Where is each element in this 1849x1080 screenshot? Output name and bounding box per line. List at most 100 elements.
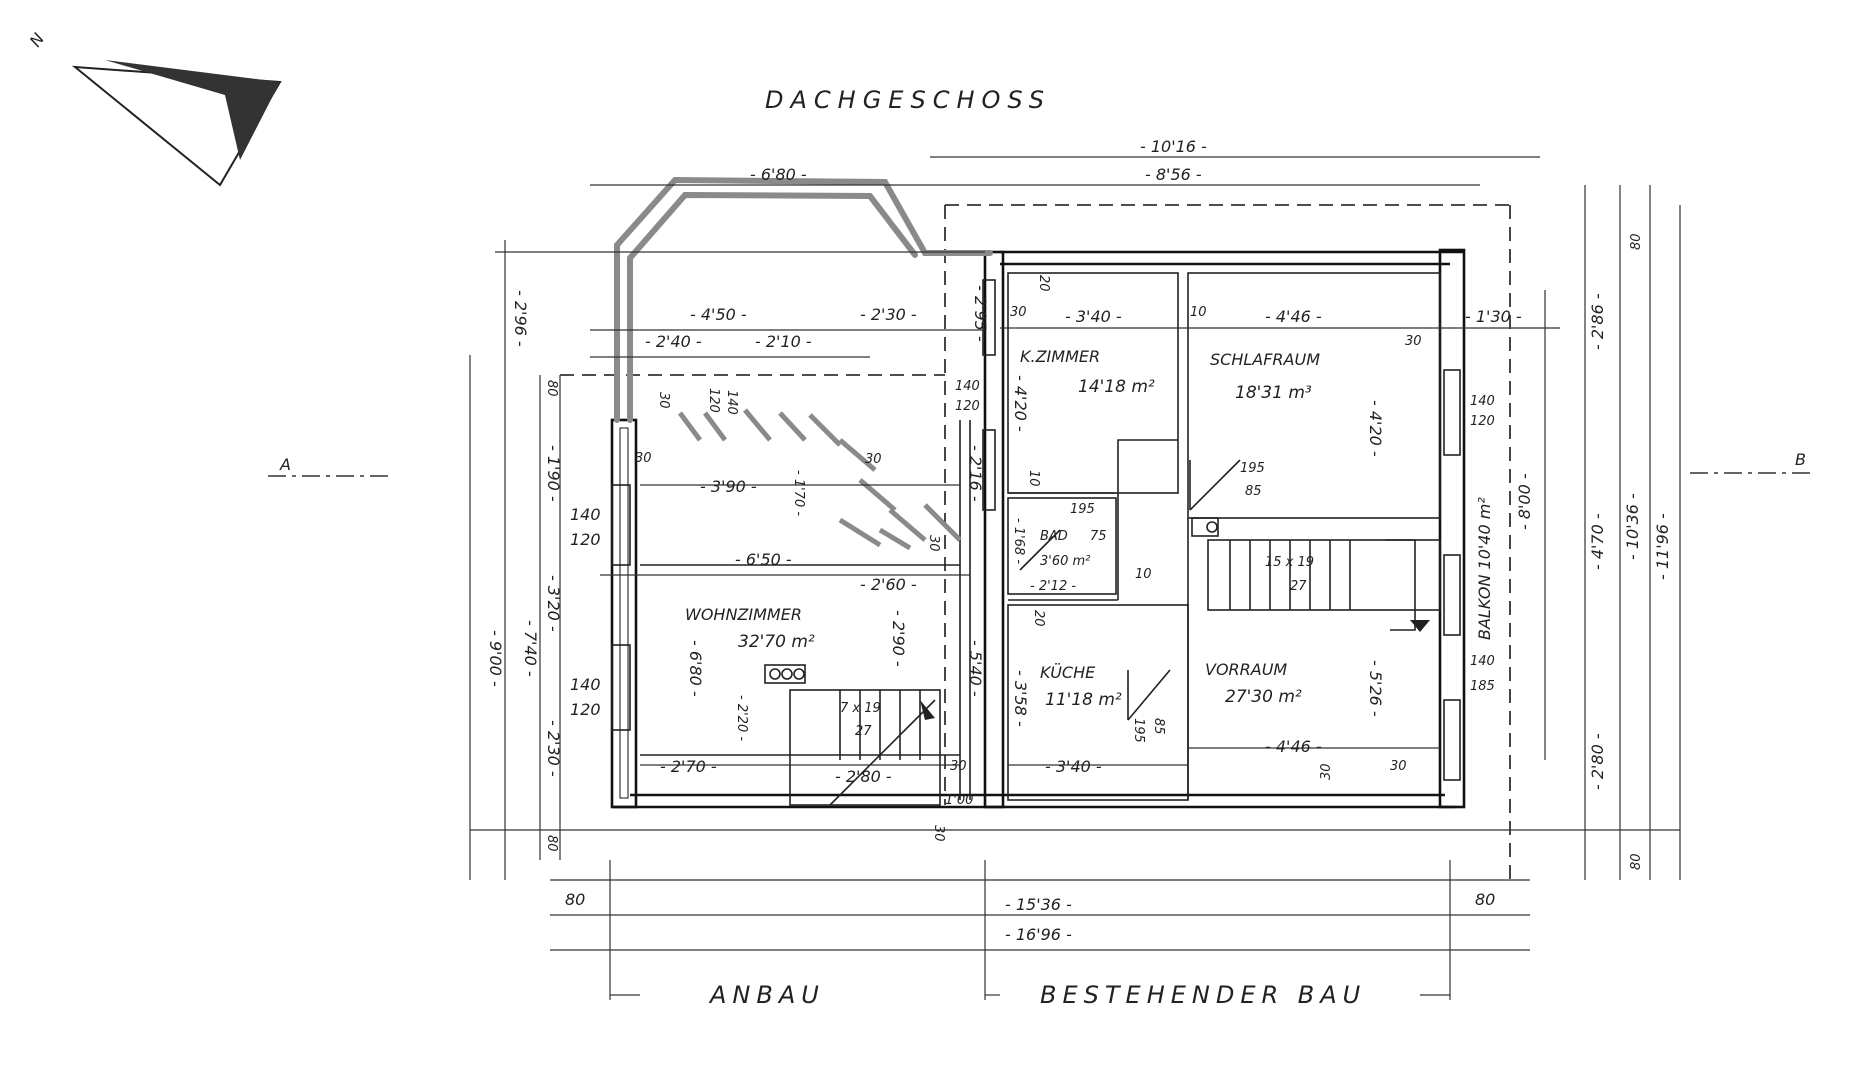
dim-v-11-96: - 11'96 -: [1653, 513, 1672, 580]
svg-text:30: 30: [656, 392, 671, 409]
svg-text:B: B: [1795, 450, 1806, 469]
dim-v-80-right-bottom: 80: [1629, 853, 1644, 870]
dim-3-40-bot: - 3'40 -: [1045, 757, 1102, 776]
dim-v-80-right-top: 80: [1629, 233, 1644, 250]
stair-vorraum: 15 x 19 27: [1207, 539, 1441, 632]
room-vorraum-area: 27'30 m²: [1225, 687, 1302, 707]
svg-text:120: 120: [706, 388, 721, 413]
svg-text:185: 185: [1470, 679, 1495, 694]
label-anbau: ANBAU: [708, 981, 825, 1009]
dim-v-4-20-k: - 4'20 -: [1011, 375, 1030, 432]
stair2-size: 15 x 19: [1265, 555, 1314, 570]
svg-text:20: 20: [1031, 610, 1046, 627]
stair1-size: 7 x 19: [840, 701, 881, 716]
svg-text:195: 195: [1070, 502, 1095, 517]
dim-6-50: - 6'50 -: [735, 550, 792, 569]
horizontal-dimensions: - 10'16 - - 8'56 - - 6'80 - - 4'50 - - 2…: [470, 137, 1680, 1000]
dim-v-9-00: - 9'00 -: [486, 630, 505, 687]
dim-v-2-80: - 2'80 -: [1588, 733, 1607, 790]
svg-text:30: 30: [1390, 759, 1407, 774]
dim-v-8-00: - 8'00 -: [1515, 473, 1534, 530]
section-marker-b: B: [1690, 450, 1815, 474]
dim-v-80-top: 80: [544, 380, 559, 397]
room-wohn-area: 32'70 m²: [738, 632, 815, 652]
svg-text:30: 30: [865, 452, 882, 467]
dim-v-2-20: - 2'20 -: [734, 695, 749, 741]
svg-text:120: 120: [1470, 414, 1495, 429]
room-labels: K.ZIMMER 14'18 m² SCHLAFRAUM 18'31 m³ BA…: [685, 347, 1494, 710]
svg-text:120: 120: [955, 399, 980, 414]
dim-8-56: - 8'56 -: [1145, 165, 1202, 184]
svg-text:10: 10: [1190, 305, 1207, 320]
svg-text:30: 30: [931, 825, 946, 842]
dim-2-80-stair: - 2'80 -: [835, 767, 892, 786]
eave-outline: [560, 204, 1511, 880]
dim-v-2-95: - 2'95 -: [971, 285, 990, 342]
dim-6-80: - 6'80 -: [750, 165, 807, 184]
svg-text:30: 30: [635, 451, 652, 466]
shaft-marks: [1019, 459, 1241, 721]
dim-10-16: - 10'16 -: [1140, 137, 1207, 156]
dim-v-3-20: - 3'20 -: [544, 575, 563, 632]
svg-text:10: 10: [1135, 567, 1152, 582]
svg-text:195: 195: [1240, 461, 1265, 476]
exterior-walls: [610, 248, 1466, 809]
room-bad-name: BAD: [1040, 529, 1068, 544]
room-bad-area: 3'60 m²: [1040, 554, 1090, 569]
svg-text:20: 20: [1036, 275, 1051, 292]
dim-v-2-30: - 2'30 -: [544, 720, 563, 777]
room-kueche-name: KÜCHE: [1040, 663, 1096, 682]
svg-text:140: 140: [570, 505, 601, 524]
stair1-depth: 27: [855, 724, 872, 739]
north-arrow-icon: N: [26, 30, 282, 187]
stair-wohnzimmer: 7 x 19 27: [789, 689, 941, 806]
room-balkon-label: BALKON 10'40 m²: [1475, 497, 1494, 640]
dim-80-bottom-left: 80: [565, 890, 585, 909]
dim-v-5-40: - 5'40 -: [966, 640, 985, 697]
section-marker-a: A: [268, 455, 390, 477]
dim-4-46-bot: - 4'46 -: [1265, 737, 1322, 756]
dim-2-60: - 2'60 -: [860, 575, 917, 594]
svg-text:A: A: [279, 455, 291, 474]
dim-1-00: 1'00: [945, 793, 973, 808]
svg-text:30: 30: [950, 759, 967, 774]
vertical-dimensions: - 2'96 - - 9'00 - - 7'40 - 80 - 1'90 - -…: [469, 185, 1681, 880]
label-bestehender-bau: BESTEHENDER BAU: [1040, 981, 1366, 1009]
dim-v-3-58: - 3'58 -: [1011, 670, 1030, 727]
windows: [611, 279, 1461, 781]
dim-2-12: - 2'12 -: [1030, 579, 1076, 594]
dim-16-96: - 16'96 -: [1005, 925, 1072, 944]
dim-4-50: - 4'50 -: [690, 305, 747, 324]
interior-walls: [640, 272, 1441, 801]
dim-v-7-40: - 7'40 -: [521, 620, 540, 677]
svg-text:85: 85: [1245, 484, 1262, 499]
svg-text:140: 140: [955, 379, 980, 394]
dim-80-bottom-right: 80: [1475, 890, 1495, 909]
room-kueche-area: 11'18 m²: [1045, 690, 1122, 710]
svg-text:140: 140: [1470, 394, 1495, 409]
svg-text:85: 85: [1151, 718, 1166, 735]
dim-2-70: - 2'70 -: [660, 757, 717, 776]
chimney-icon: [764, 517, 1219, 684]
dim-v-2-86: - 2'86 -: [1588, 293, 1607, 350]
dim-v-1-68: - 1'68 -: [1011, 518, 1026, 564]
dim-v-1-90: - 1'90 -: [544, 445, 563, 502]
svg-text:140: 140: [724, 390, 739, 415]
dim-2-40: - 2'40 -: [645, 332, 702, 351]
room-wohn-name: WOHNZIMMER: [685, 605, 802, 624]
svg-text:195: 195: [1131, 718, 1146, 743]
dim-v-6-80: - 6'80 -: [686, 640, 705, 697]
dim-v-5-26: - 5'26 -: [1366, 660, 1385, 717]
room-vorraum-name: VORRAUM: [1205, 660, 1287, 679]
room-schlaf-area: 18'31 m³: [1235, 383, 1312, 403]
north-label: N: [26, 30, 48, 51]
room-kzimmer-name: K.ZIMMER: [1020, 347, 1100, 366]
svg-text:30: 30: [926, 535, 941, 552]
dim-4-46-top: - 4'46 -: [1265, 307, 1322, 326]
svg-text:75: 75: [1090, 529, 1107, 544]
svg-text:30: 30: [1319, 763, 1334, 780]
dim-v-2-90: - 2'90 -: [889, 610, 908, 667]
dim-v-2-96: - 2'96 -: [511, 290, 530, 347]
svg-text:140: 140: [1470, 654, 1495, 669]
dim-v-10-36: - 10'36 -: [1623, 493, 1642, 560]
